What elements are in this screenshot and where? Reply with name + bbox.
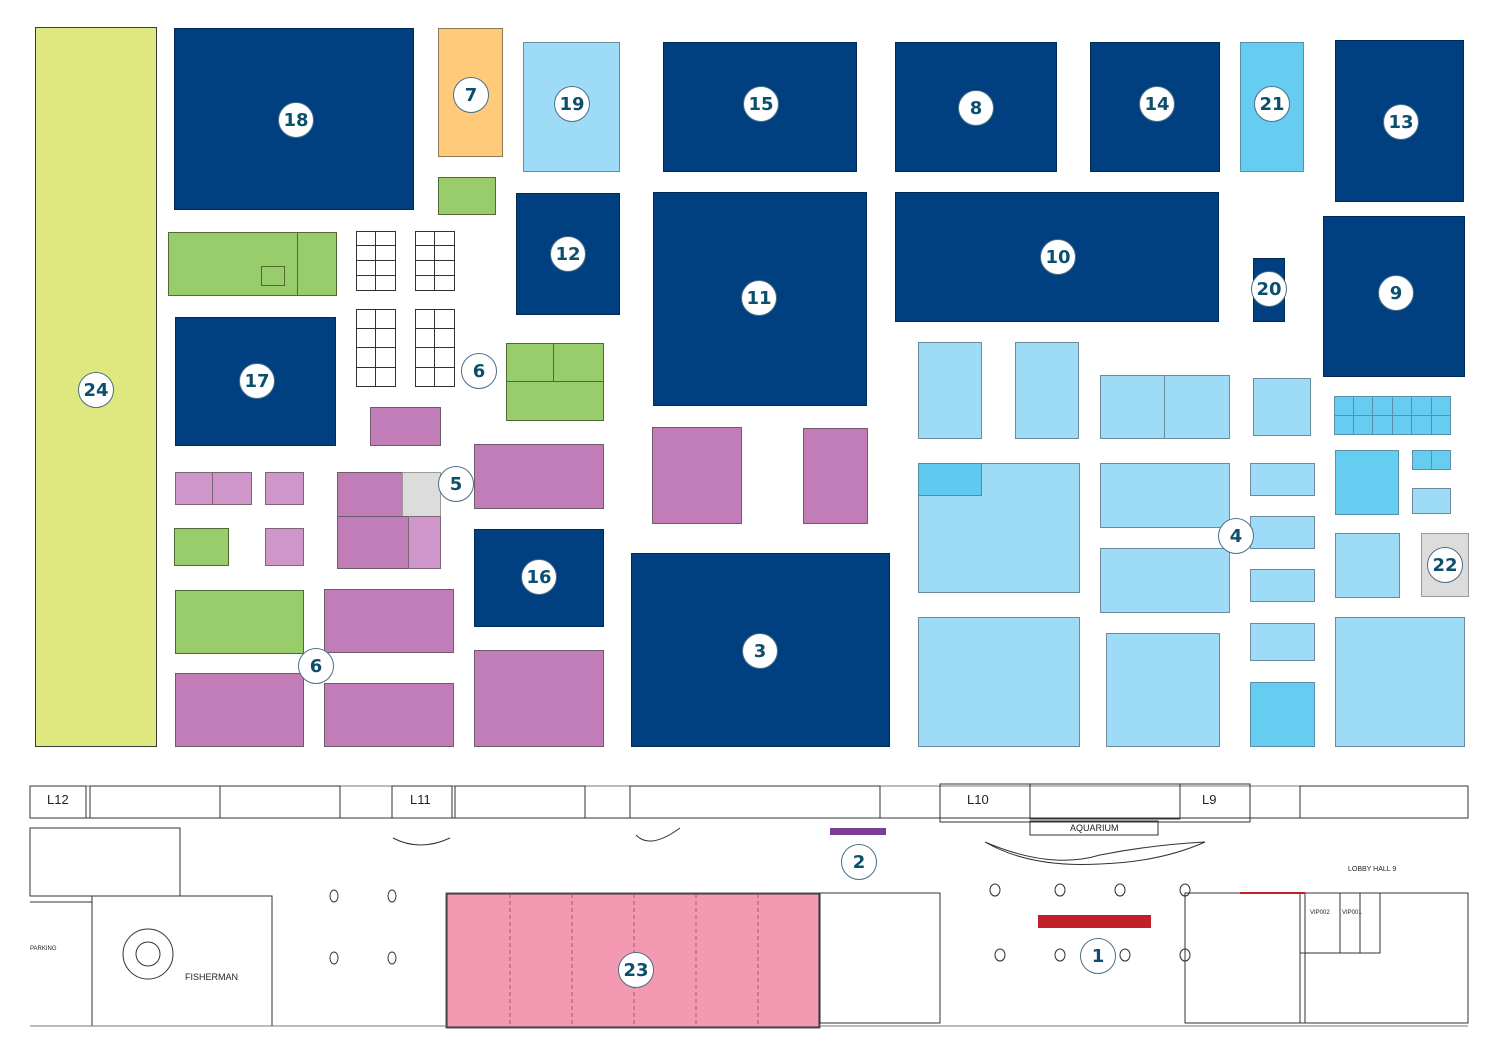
hall-4-booth-1[interactable] [918,342,982,439]
purple-booth-5[interactable] [265,528,304,566]
purple-booth-3[interactable] [212,472,252,505]
hall-4-booth-10[interactable] [1250,516,1315,549]
purple-booth-4[interactable] [265,472,304,505]
hall-marker-13[interactable]: 13 [1383,104,1419,140]
purple-booth-14[interactable] [324,683,454,747]
hall-marker-18[interactable]: 18 [278,102,314,138]
hall-marker-19[interactable]: 19 [554,86,590,122]
hall-2-stage[interactable] [830,828,886,835]
purple-booth-1[interactable] [370,407,441,446]
hall-3[interactable] [631,553,890,747]
hall-4-booth-18[interactable] [1431,450,1451,470]
hall-1-stage[interactable] [1038,915,1151,928]
hall-4-booth-14[interactable] [918,617,1080,747]
hall-4-booth-9[interactable] [1250,463,1315,496]
hall-4-strip-12[interactable] [1431,415,1451,435]
hall-4-booth-12[interactable] [1250,623,1315,661]
white-grid-4[interactable] [415,309,455,387]
label-l10: L10 [967,792,989,807]
hall-marker-16[interactable]: 16 [521,559,557,595]
hall-marker-17[interactable]: 17 [239,363,275,399]
label-fisherman: FISHERMAN [185,972,239,982]
hall-4-booth-6a[interactable] [918,463,982,496]
green-booth-e[interactable] [175,590,304,654]
hall-4-booth-5[interactable] [1253,378,1311,436]
hall-marker-20[interactable]: 20 [1251,271,1287,307]
hall-marker-12[interactable]: 12 [550,236,586,272]
hall-marker-21[interactable]: 21 [1254,86,1290,122]
purple-booth-2[interactable] [175,472,213,505]
label-parking: PARKING [30,946,57,952]
hall-marker-6a[interactable]: 6 [461,353,497,389]
purple-booth-9[interactable] [474,444,604,509]
label-vip1: VIP001 [1342,910,1362,916]
hall-marker-2[interactable]: 2 [841,844,877,880]
purple-booth-13[interactable] [175,673,304,747]
white-grid-1[interactable] [356,231,396,291]
label-l12: L12 [47,792,69,807]
hall-4-booth-13[interactable] [1250,682,1315,747]
green-booth-c[interactable] [506,381,604,421]
hall-marker-14[interactable]: 14 [1139,86,1175,122]
purple-booth-8[interactable] [408,516,441,569]
white-grid-3[interactable] [356,309,396,387]
green-booth-small[interactable] [438,177,496,215]
hall-marker-23[interactable]: 23 [618,952,654,988]
purple-booth-15[interactable] [474,650,604,747]
hall-marker-1[interactable]: 1 [1080,938,1116,974]
purple-booth-7[interactable] [337,516,409,569]
hall-marker-3[interactable]: 3 [742,633,778,669]
label-lobby: LOBBY HALL 9 [1348,866,1397,873]
hall-marker-6b[interactable]: 6 [298,648,334,684]
hall-4-booth-2[interactable] [1015,342,1079,439]
hall-marker-4[interactable]: 4 [1218,518,1254,554]
purple-booth-10[interactable] [652,427,742,524]
green-inner-square [261,266,285,286]
label-l11: L11 [410,792,431,807]
label-l9: L9 [1202,792,1217,807]
hall-4-booth-16[interactable] [1335,450,1399,515]
green-booth-d[interactable] [174,528,229,566]
hall-marker-5[interactable]: 5 [438,466,474,502]
hall-7[interactable] [438,28,503,157]
hall-4-booth-7[interactable] [1100,463,1230,528]
purple-booth-12[interactable] [324,589,454,653]
hall-marker-10[interactable]: 10 [1040,239,1076,275]
hall-4-booth-15[interactable] [1106,633,1220,747]
hall-4-booth-20[interactable] [1335,533,1400,598]
label-vip2: VIP002 [1310,910,1330,916]
hall-marker-22[interactable]: 22 [1427,547,1463,583]
label-aquarium: AQUARIUM [1070,823,1119,833]
hall-4-booth-11[interactable] [1250,569,1315,602]
green-booth-b[interactable] [553,343,604,382]
hall-marker-15[interactable]: 15 [743,86,779,122]
hall-marker-9[interactable]: 9 [1378,275,1414,311]
white-grid-2[interactable] [415,231,455,291]
hall-4-booth-19[interactable] [1412,488,1451,514]
purple-booth-11[interactable] [803,428,868,524]
hall-4-booth-21[interactable] [1335,617,1465,747]
hall-marker-24[interactable]: 24 [78,372,114,408]
hall-marker-8[interactable]: 8 [958,90,994,126]
green-booth-side[interactable] [297,232,337,296]
hall-marker-7[interactable]: 7 [453,77,489,113]
hall-marker-11[interactable]: 11 [741,280,777,316]
hall-4-booth-4[interactable] [1164,375,1230,439]
hall-4-booth-8[interactable] [1100,548,1230,613]
